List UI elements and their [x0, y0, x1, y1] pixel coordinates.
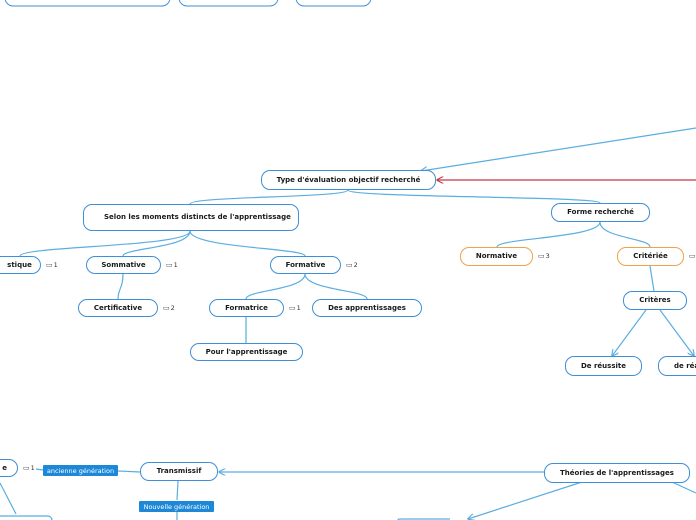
- link-type-forme: [347, 189, 601, 204]
- node-de-reussite[interactable]: De réussite: [565, 356, 642, 376]
- link-incoming-upper: [421, 127, 696, 171]
- comment-badge-criteriee: ▭: [689, 252, 696, 260]
- link-transmissif-nouvelle: [176, 480, 179, 501]
- link-type-moments: [189, 189, 349, 205]
- node-diagnostique[interactable]: stique: [0, 256, 41, 274]
- comment-badge-sommative: ▭1: [166, 261, 178, 269]
- link-theories-lower: [468, 481, 583, 519]
- node-type-evaluation[interactable]: Type d'évaluation objectif recherché: [261, 170, 436, 190]
- node-theories-apprentissages[interactable]: Théories de l'apprentissages: [544, 463, 690, 483]
- link-criteres-reussite: [612, 309, 647, 356]
- node-criteriee[interactable]: Critériée: [617, 247, 684, 266]
- node-certificative[interactable]: Certificative: [78, 299, 158, 317]
- link-crit-criteres: [649, 265, 655, 292]
- link-bottom-box-edge: [0, 515, 53, 520]
- top-node-2: [178, 0, 279, 7]
- link-somm-cert: [117, 273, 124, 300]
- node-normative[interactable]: Normative: [460, 247, 533, 266]
- link-left-down: [0, 482, 17, 515]
- comment-icon: ▭: [289, 304, 296, 312]
- tag-nouvelle-generation[interactable]: Nouvelle génération: [139, 501, 214, 512]
- link-moments-somm: [122, 230, 191, 257]
- node-moments-distincts[interactable]: Selon les moments distincts de l'apprent…: [83, 204, 299, 231]
- top-node-1: [4, 0, 171, 7]
- comment-badge-formative: ▭2: [346, 261, 358, 269]
- comment-badge-certificative: ▭2: [163, 304, 175, 312]
- node-criteres[interactable]: Critères: [623, 291, 687, 310]
- link-forme-crit: [599, 221, 651, 248]
- node-formative[interactable]: Formative: [270, 256, 341, 274]
- link-ancienne-left: [35, 468, 44, 471]
- comment-badge-formatrice: ▭1: [289, 304, 301, 312]
- node-formatrice[interactable]: Formatrice: [209, 299, 284, 317]
- link-theories-right: [671, 481, 696, 494]
- link-moments-form: [189, 230, 306, 257]
- node-bottom-left[interactable]: e: [0, 459, 18, 477]
- comment-badge-bottom-left: ▭1: [23, 464, 35, 472]
- node-de-rea[interactable]: de réa: [658, 356, 696, 376]
- link-moments-diag: [19, 230, 191, 257]
- comment-icon: ▭: [689, 252, 696, 260]
- top-node-3: [295, 0, 372, 7]
- comment-icon: ▭: [23, 464, 30, 472]
- link-form-desapp: [304, 273, 368, 300]
- link-form-formatrice: [245, 273, 306, 300]
- comment-icon: ▭: [166, 261, 173, 269]
- link-transmissif-ancienne: [117, 470, 141, 473]
- tag-ancienne-generation[interactable]: ancienne génération: [43, 465, 118, 476]
- node-des-apprentissages[interactable]: Des apprentissages: [312, 299, 422, 317]
- comment-icon: ▭: [163, 304, 170, 312]
- node-pour-apprentissage[interactable]: Pour l'apprentissage: [190, 343, 303, 361]
- node-transmissif[interactable]: Transmissif: [140, 462, 218, 481]
- comment-badge-diagnostique: ▭1: [46, 261, 58, 269]
- comment-icon: ▭: [46, 261, 53, 269]
- node-forme-recherche[interactable]: Forme recherché: [551, 203, 650, 222]
- link-criteres-rea: [659, 309, 694, 356]
- comment-icon: ▭: [346, 261, 353, 269]
- comment-badge-normative: ▭3: [538, 252, 550, 260]
- comment-icon: ▭: [538, 252, 545, 260]
- link-forme-norm: [496, 221, 601, 248]
- node-sommative[interactable]: Sommative: [86, 256, 161, 274]
